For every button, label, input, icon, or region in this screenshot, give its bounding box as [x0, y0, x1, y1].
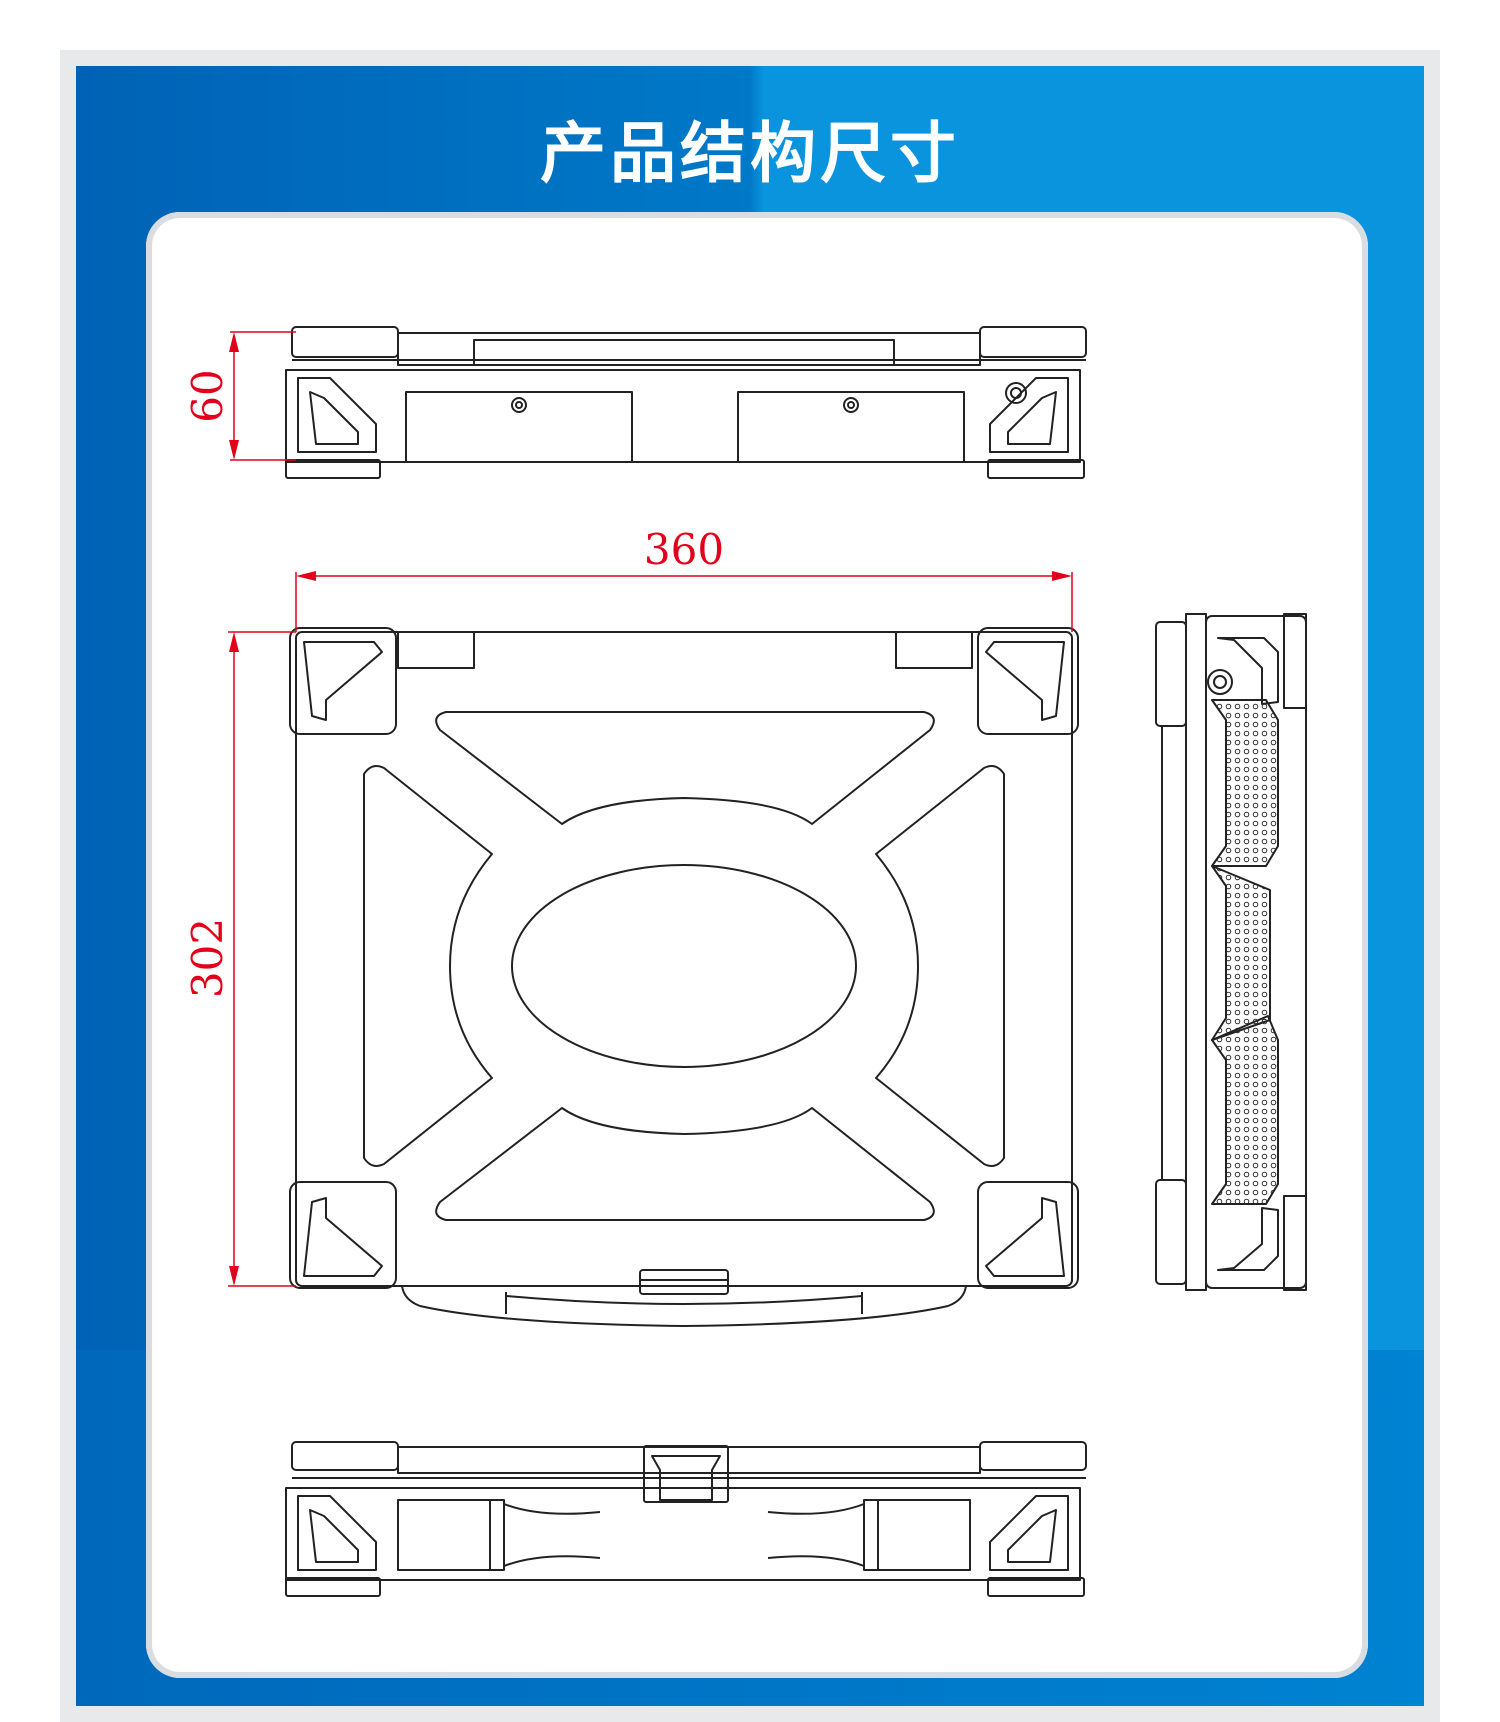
dimension-height: [229, 331, 296, 461]
depth-label: 302: [183, 918, 232, 998]
corner-guard-bl: [289, 1181, 397, 1289]
drawing-panel: [146, 212, 1368, 1678]
dimension-depth: [228, 631, 296, 1287]
top-view: [289, 627, 1079, 1327]
dimension-width: [295, 571, 1073, 632]
corner-guard-tr: [977, 627, 1079, 735]
side-view: [1155, 613, 1307, 1291]
rear-view: [285, 1441, 1087, 1597]
front-view: [285, 326, 1087, 479]
corner-guard-br: [977, 1181, 1079, 1289]
corner-guard-tl: [289, 627, 397, 735]
height-label: 60: [183, 369, 232, 422]
width-label: 360: [644, 525, 724, 574]
page-title: 产品结构尺寸: [540, 114, 960, 192]
